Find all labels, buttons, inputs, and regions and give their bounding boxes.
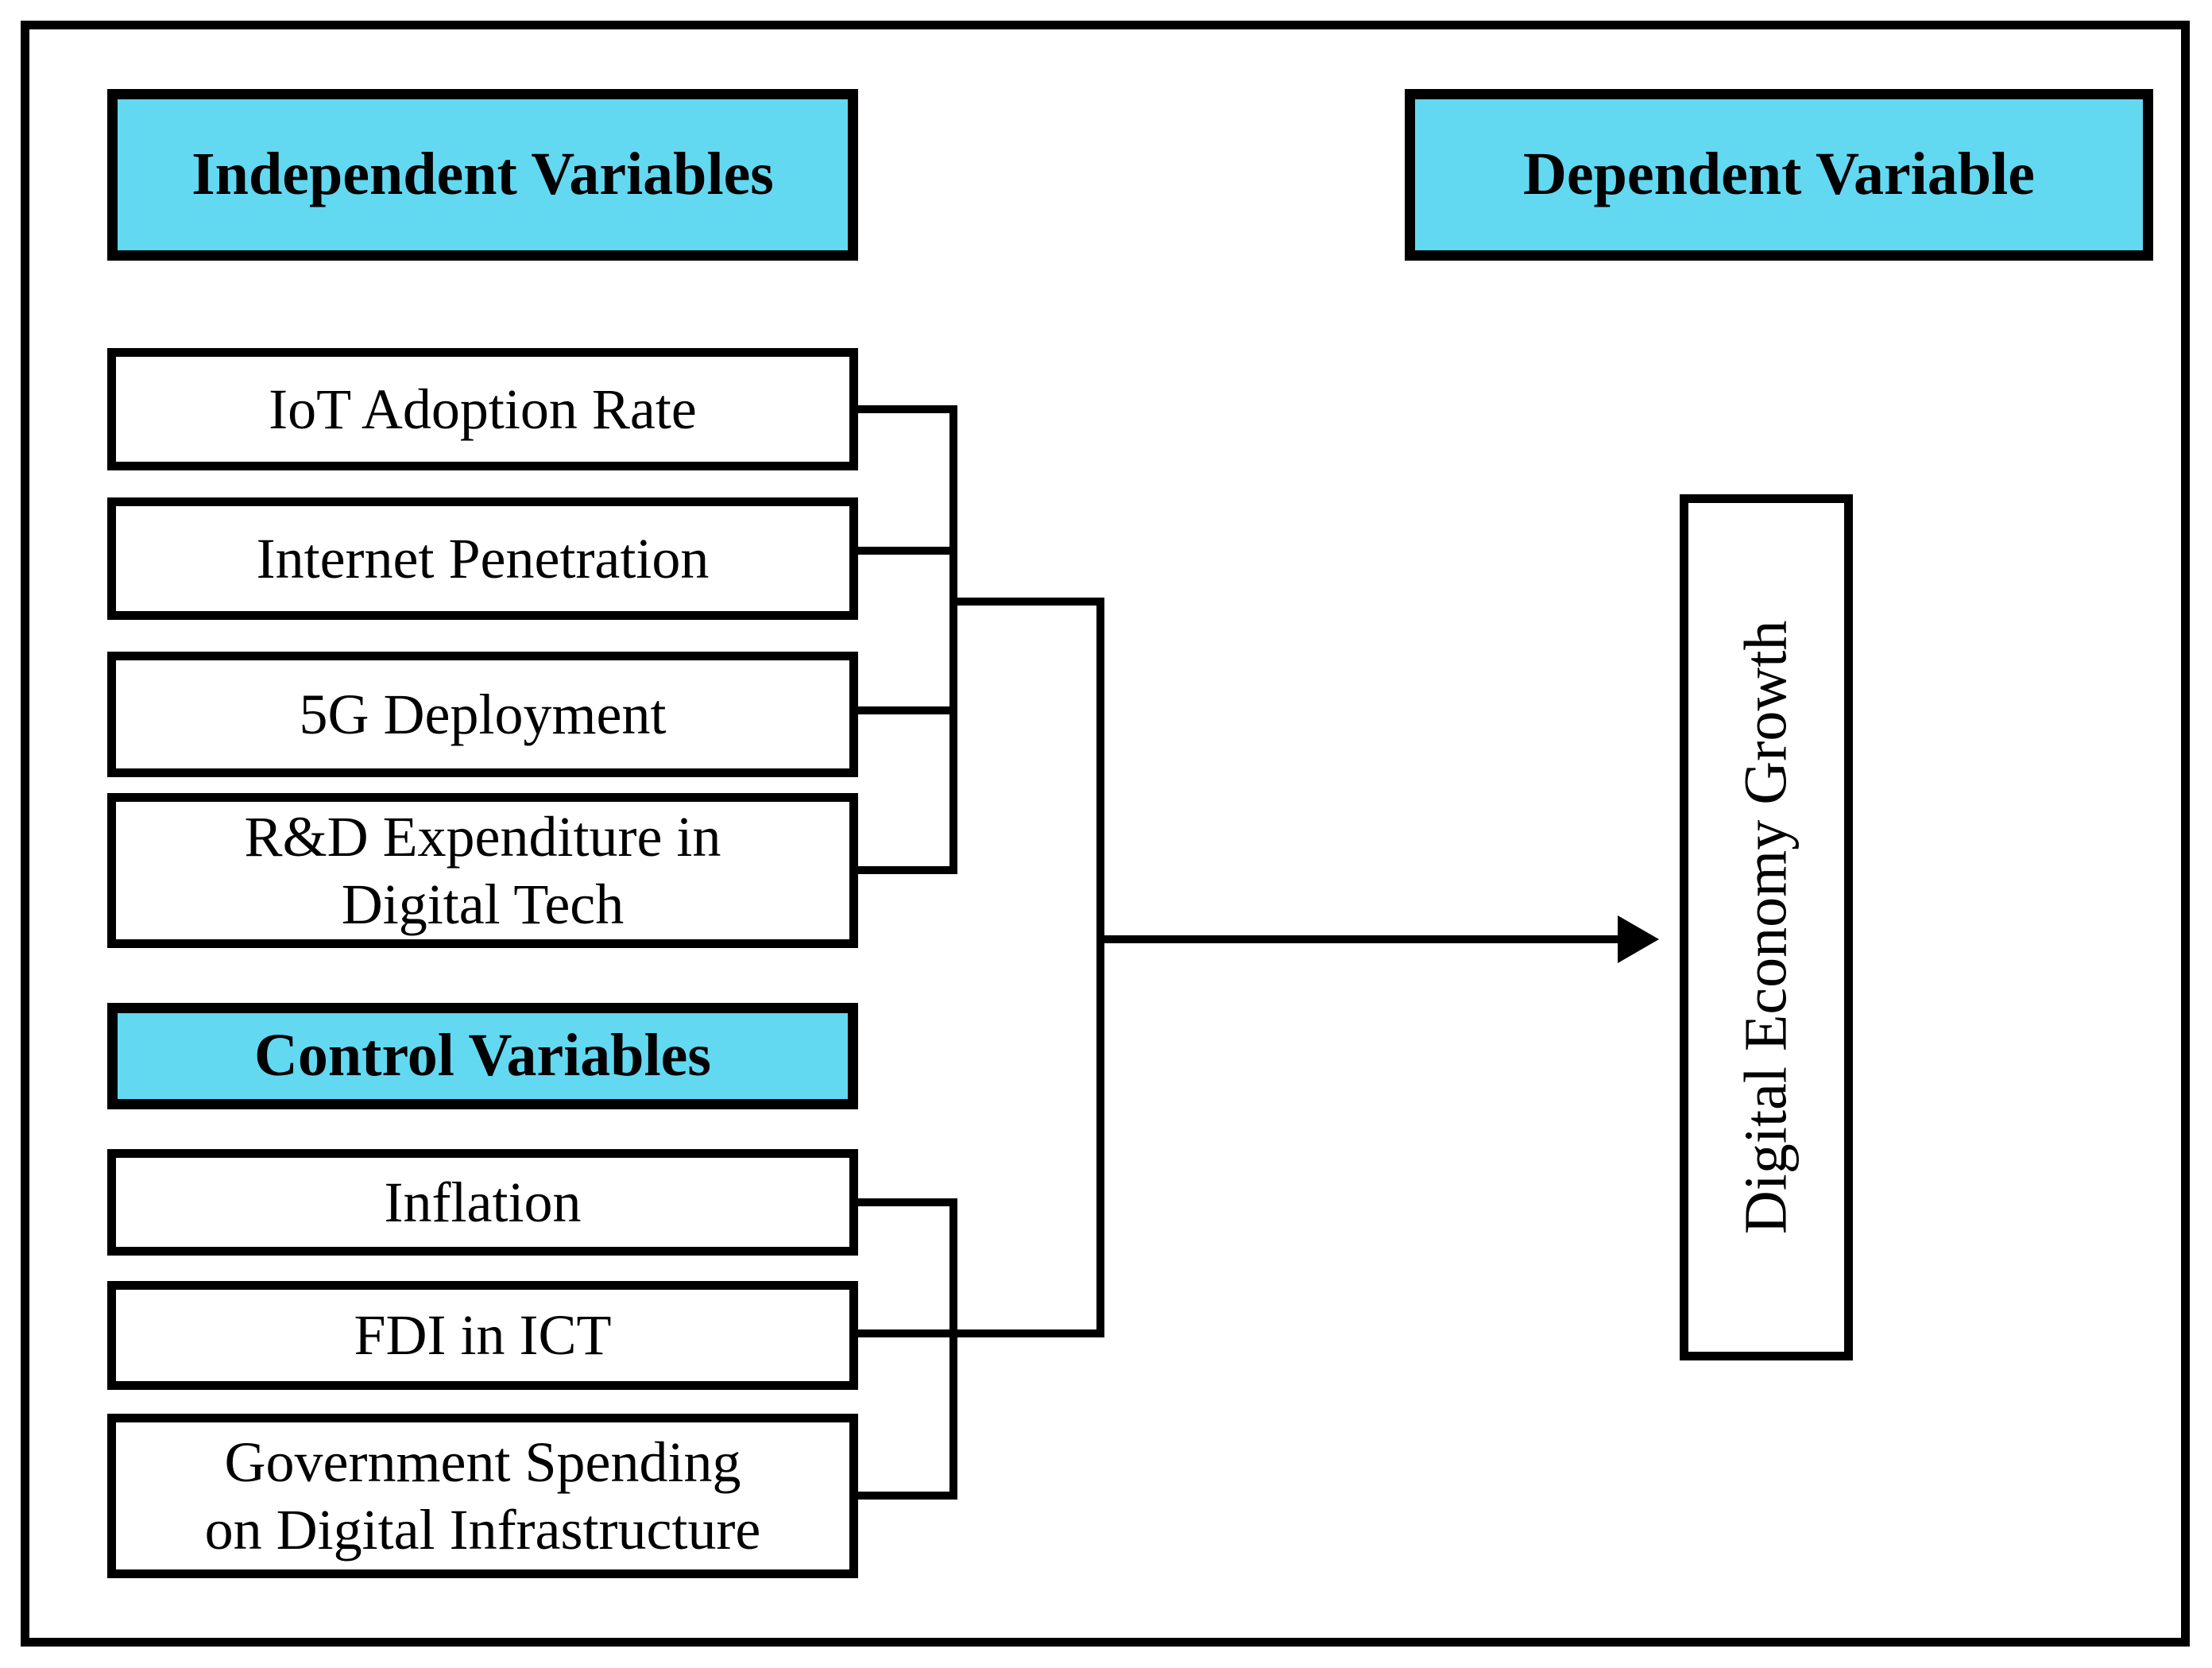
connector-fdi-to-main — [854, 1329, 1104, 1337]
connector-internet-stub — [854, 547, 957, 555]
internet-penetration-box: Internet Penetration — [107, 497, 858, 620]
iot-adoption-rate-box: IoT Adoption Rate — [107, 348, 858, 470]
independent-variables-header: Independent Variables — [107, 89, 858, 261]
arrow-line — [1104, 935, 1619, 943]
fdi-in-ict-box: FDI in ICT — [107, 1281, 858, 1390]
connector-5g-stub — [854, 706, 957, 714]
control-variables-header: Control Variables — [107, 1003, 858, 1109]
5g-deployment-box: 5G Deployment — [107, 652, 858, 777]
independent-bus-line — [949, 405, 957, 874]
connector-iot-stub — [854, 405, 957, 413]
outer-border — [21, 21, 2190, 1647]
inflation-box: Inflation — [107, 1149, 858, 1256]
connector-government-stub — [854, 1492, 957, 1500]
connector-independent-to-main — [949, 598, 1104, 606]
connector-inflation-stub — [854, 1198, 957, 1206]
digital-economy-growth-label: Digital Economy Growth — [1732, 620, 1800, 1235]
arrow-head-icon — [1618, 915, 1659, 963]
digital-economy-growth-box: Digital Economy Growth — [1680, 494, 1853, 1360]
dependent-variable-header: Dependent Variable — [1405, 89, 2153, 261]
rd-expenditure-box: R&D Expenditure in Digital Tech — [107, 793, 858, 948]
government-spending-box: Government Spending on Digital Infrastru… — [107, 1414, 858, 1578]
control-bus-line — [949, 1198, 957, 1500]
connector-rd-stub — [854, 866, 957, 874]
main-bus-line — [1096, 598, 1104, 1337]
